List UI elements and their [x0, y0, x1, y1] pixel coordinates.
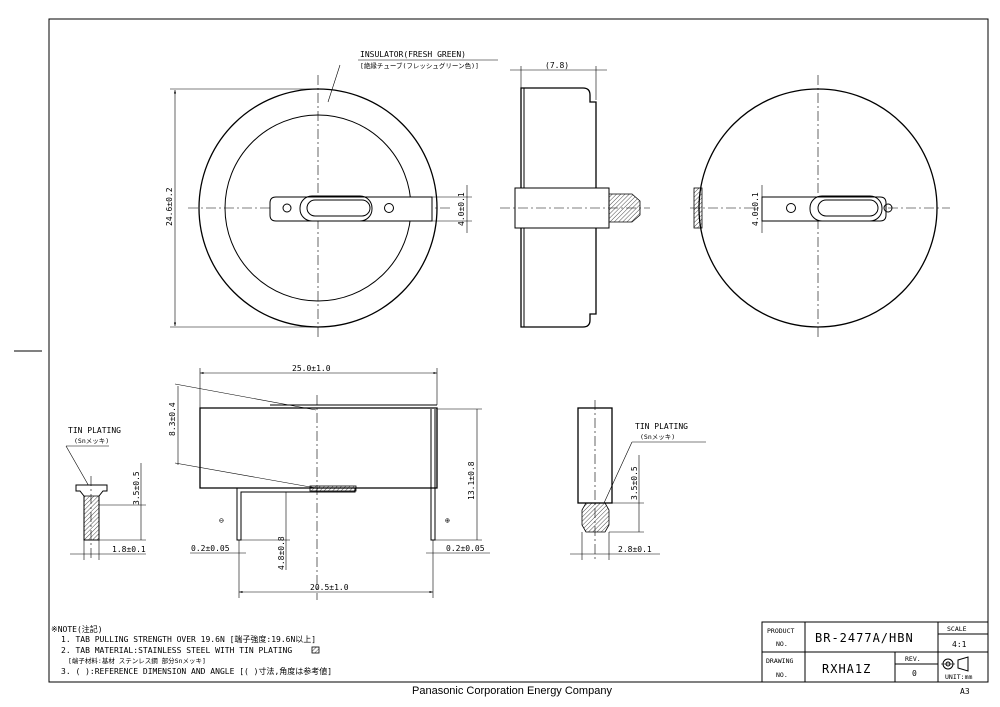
- product-no-label: NO.: [776, 640, 788, 648]
- pin-pitch-dim: 20.5±1.0: [310, 583, 349, 592]
- profile-view: 25.0±1.0 8.3±0.4 13.1±0.8 4.8±0.8 20.5±1…: [168, 364, 490, 600]
- front-view: INSULATOR(FRESH GREEN) [絶縁チューブ(フレッシュグリーン…: [165, 50, 498, 340]
- detail-left-label: TIN PLATING: [68, 426, 121, 435]
- left-thickness-dim: 0.2±0.05: [191, 544, 230, 553]
- notes: ※NOTE(注記) 1. TAB PULLING STRENGTH OVER 1…: [51, 624, 332, 676]
- insulator-label: INSULATOR(FRESH GREEN): [360, 50, 466, 59]
- rev-value: 0: [912, 669, 917, 678]
- detail-left: TIN PLATING (Snメッキ) 3.5±0.5 1.8±0.1: [65, 426, 146, 560]
- notes-heading: ※NOTE(注記): [51, 624, 103, 634]
- thickness-dim: (7.8): [545, 61, 569, 70]
- projection-symbol-icon: [941, 656, 969, 672]
- note-2: 2. TAB MATERIAL:STAINLESS STEEL WITH TIN…: [61, 646, 292, 655]
- rev-label: REV.: [905, 655, 921, 663]
- detail-left-height-dim: 3.5±0.5: [132, 471, 141, 505]
- minus-terminal-symbol: ⊖: [219, 516, 224, 525]
- detail-right-label: TIN PLATING: [635, 422, 688, 431]
- pin-height-dim: 13.1±0.8: [467, 461, 476, 500]
- pin-offset-dim: 4.8±0.8: [277, 536, 286, 570]
- scale-label: SCALE: [947, 625, 967, 633]
- detail-right-height-dim: 3.5±0.5: [630, 466, 639, 500]
- note-1: 1. TAB PULLING STRENGTH OVER 19.6N [端子強度…: [61, 634, 316, 644]
- plus-terminal-symbol: ⊕: [445, 516, 450, 525]
- drawing-label: DRAWING: [766, 657, 793, 665]
- company-name: Panasonic Corporation Energy Company: [412, 685, 612, 697]
- drawing-frame: [48, 18, 989, 683]
- side-view: (7.8): [500, 61, 650, 328]
- product-label: PRODUCT: [767, 627, 794, 635]
- tab-width-dim-front: 4.0±0.1: [457, 192, 466, 226]
- detail-left-label-jp: (Snメッキ): [74, 437, 109, 445]
- detail-right-label-jp: (Snメッキ): [640, 433, 675, 441]
- drawing-no-label: NO.: [776, 671, 788, 679]
- width-dim: 25.0±1.0: [292, 364, 331, 373]
- note-3: 3. ( ):REFERENCE DIMENSION AND ANGLE [( …: [61, 666, 332, 676]
- title-block: PRODUCT NO. BR-2477A/HBN SCALE 4:1 DRAWI…: [761, 621, 989, 683]
- unit-label: UNIT:mm: [945, 673, 972, 681]
- product-number: BR-2477A/HBN: [815, 631, 914, 645]
- tab-width-dim-back: 4.0±0.1: [751, 192, 760, 226]
- back-view: 4.0±0.1: [690, 75, 950, 340]
- sheet-size: A3: [960, 687, 970, 696]
- insulator-label-jp: [絶縁チューブ(フレッシュグリーン色)]: [360, 61, 479, 70]
- drawing-number: RXHA1Z: [822, 662, 871, 676]
- diameter-dim: 24.6±0.2: [165, 187, 174, 226]
- right-thickness-dim: 0.2±0.05: [446, 544, 485, 553]
- detail-right-width-dim: 2.8±0.1: [618, 545, 652, 554]
- detail-left-width-dim: 1.8±0.1: [112, 545, 146, 554]
- height-dim: 8.3±0.4: [168, 402, 177, 436]
- detail-right: TIN PLATING (Snメッキ) 3.5±0.5 2.8±0.1: [570, 400, 706, 560]
- scale-value: 4:1: [952, 640, 967, 649]
- note-2-jp: [端子材料:基材 ステンレス鋼 部分Snメッキ]: [68, 656, 206, 665]
